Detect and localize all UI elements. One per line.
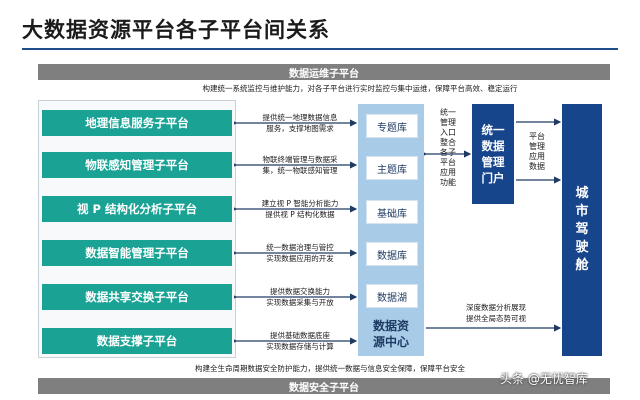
security-subplatform-bar: 数据安全子平台 xyxy=(38,378,610,394)
subplatform-frame xyxy=(38,100,236,358)
deep-analysis-note: 深度数据分析展现提供全局态势可视 xyxy=(466,303,526,323)
data-resource-center-label: 数据资源中心 xyxy=(372,319,409,349)
subplatform-intelligence: 数据智能管理子平台 xyxy=(42,240,232,266)
unified-data-portal: 统一数据管理门户 xyxy=(472,104,514,204)
support-desc: 提供基础数据底座实现数据存储与计算 xyxy=(266,331,334,351)
subplatform-geo: 地理信息服务子平台 xyxy=(42,110,232,136)
library-data-lake: 数据湖 xyxy=(366,284,418,308)
ops-note: 构建统一系统监控与维护能力，对各子平台进行实时监控与集中运维，保障平台高效、稳定… xyxy=(202,84,518,93)
intelligence-desc: 统一数据治理与管控实现数据应用的开发 xyxy=(266,243,334,263)
subplatform-video: 视 P 结构化分析子平台 xyxy=(42,196,232,222)
library-database: 数据库 xyxy=(366,242,418,266)
library-subject: 主题库 xyxy=(366,156,418,180)
city-cockpit: 城市驾驶舱 xyxy=(562,104,602,356)
subplatform-exchange: 数据共享交换子平台 xyxy=(42,284,232,310)
portal-cockpit-arrows xyxy=(516,118,562,184)
security-note: 构建全生命周期数据安全防护能力，提供统一数据与信息安全保障，保障平台安全 xyxy=(195,364,465,373)
hub-portal-arrows xyxy=(424,150,472,158)
library-topic: 专题库 xyxy=(366,114,418,138)
data-resource-center xyxy=(358,104,424,356)
subplatform-support: 数据支撑子平台 xyxy=(42,328,232,354)
subplatform-iot: 物联感知管理子平台 xyxy=(42,152,232,178)
platform-app-data-note: 平台管理应用数据 xyxy=(529,132,545,171)
library-base: 基础库 xyxy=(366,200,418,224)
iot-desc: 物联终端管理与数据采集，统一物联感知管理 xyxy=(262,155,338,175)
title-underline xyxy=(22,48,618,50)
ops-subplatform-bar: 数据运维子平台 xyxy=(38,64,610,80)
page-title: 大数据资源平台各子平台间关系 xyxy=(22,18,330,42)
video-desc: 建立视 P 智能分析能力提供视 P 结构化数据 xyxy=(261,199,339,219)
hub-cockpit-arrow xyxy=(426,324,562,332)
exchange-desc: 提供数据交换能力实现数据采集与开放 xyxy=(266,287,334,307)
watermark: 头条 @无忧智库 xyxy=(500,372,588,386)
connector-arrows xyxy=(234,119,358,345)
geo-desc: 提供统一地理数据信息服务，支撑地图需求 xyxy=(262,113,338,133)
